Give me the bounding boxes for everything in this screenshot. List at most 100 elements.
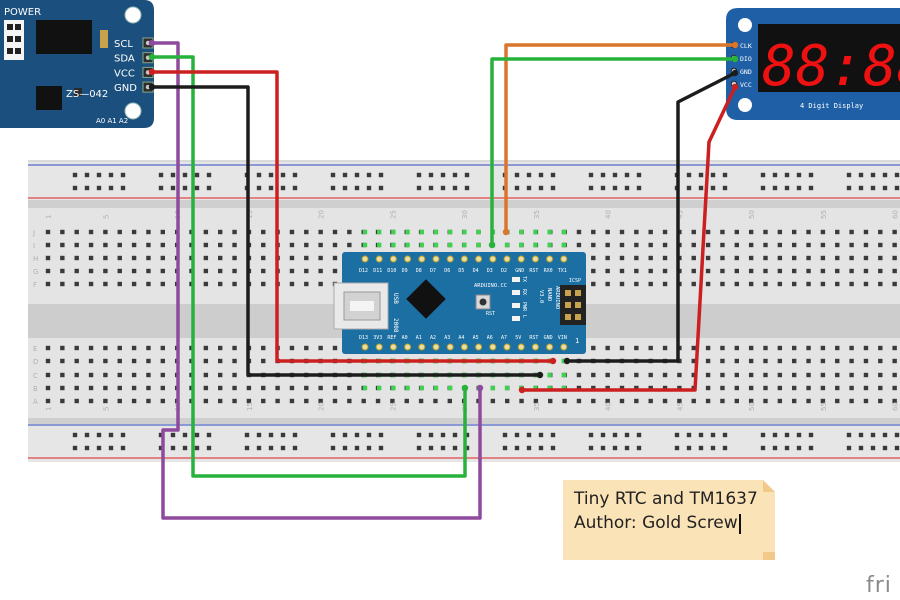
rail-hole (526, 445, 532, 451)
arduino-top-pin[interactable] (531, 255, 539, 263)
breadboard-hole (261, 229, 266, 235)
arduino-bottom-pin[interactable] (546, 343, 554, 351)
arduino-top-pin[interactable] (432, 255, 440, 263)
breadboard-hole (763, 385, 768, 391)
breadboard-hole (304, 385, 309, 391)
rail-hole (206, 445, 212, 451)
note-card[interactable]: Tiny RTC and TM1637 Author: Gold Screw (563, 480, 775, 560)
arduino-bottom-pin[interactable] (489, 343, 497, 351)
highlight-hole (419, 229, 424, 235)
arduino-top-pin[interactable] (389, 255, 397, 263)
rail-hole (120, 172, 126, 178)
arduino-bottom-pin[interactable] (475, 343, 483, 351)
wire-display-gnd-black[interactable] (567, 71, 736, 363)
arduino-bottom-pin[interactable] (389, 343, 397, 351)
wire-gnd-black[interactable] (152, 85, 540, 377)
rail-hole (600, 172, 606, 178)
breadboard-hole (878, 372, 883, 378)
arduino-bottom-pin[interactable] (531, 343, 539, 351)
rtc-pin-label: GND (114, 83, 137, 94)
display-caption: 4 Digit Display (800, 102, 863, 110)
breadboard-hole (117, 255, 122, 261)
rail-hole (170, 185, 176, 191)
arduino-top-pin[interactable] (418, 255, 426, 263)
arduino-top-pin[interactable] (404, 255, 412, 263)
breadboard-hole (74, 358, 79, 364)
arduino-bottom-pin[interactable] (375, 343, 383, 351)
rail-hole (502, 445, 508, 451)
wire-sda-green[interactable] (152, 55, 467, 478)
arduino-bottom-pin[interactable] (460, 343, 468, 351)
highlight-hole (533, 229, 538, 235)
rail-hole (268, 445, 274, 451)
breadboard-hole (662, 385, 668, 391)
arduino-bottom-pin[interactable] (432, 343, 440, 351)
breadboard-hole (634, 255, 639, 261)
breadboard-hole (45, 398, 51, 404)
arduino-bottom-pin[interactable] (404, 343, 412, 351)
top-pin-label: D5 (458, 268, 464, 274)
rail-hole (72, 445, 78, 451)
arduino-top-pin[interactable] (361, 255, 369, 263)
breadboard-hole (332, 398, 338, 404)
arduino-top-pin[interactable] (475, 255, 483, 263)
wire-scl-purple[interactable] (152, 41, 482, 520)
breadboard-hole (146, 345, 151, 351)
breadboard-hole (548, 398, 553, 404)
breadboard-hole (45, 229, 51, 235)
rail-hole (858, 445, 864, 451)
breadboard-hole (892, 281, 897, 287)
arduino-bottom-pin[interactable] (517, 343, 525, 351)
breadboard-hole (433, 398, 438, 404)
usb-connector (333, 282, 389, 330)
rail-hole (894, 432, 900, 438)
wire-vcc-red[interactable] (152, 70, 553, 363)
rail-hole (244, 445, 250, 451)
arduino-top-pin[interactable] (503, 255, 511, 263)
arduino-bottom-pin[interactable] (418, 343, 426, 351)
arduino-top-pin[interactable] (489, 255, 497, 263)
rail-hole (538, 432, 544, 438)
breadboard-hole (218, 358, 223, 364)
rail-hole (612, 172, 618, 178)
rail-hole (378, 172, 384, 178)
breadboard-hole (849, 372, 854, 378)
breadboard-hole (820, 345, 826, 351)
rail-hole (96, 432, 102, 438)
rail-hole (526, 172, 532, 178)
wire-clk-orange[interactable] (504, 43, 735, 232)
highlight-hole (504, 242, 510, 248)
rail-hole (170, 172, 176, 178)
arduino-top-pin[interactable] (560, 255, 568, 263)
breadboard-hole (261, 398, 266, 404)
arduino-bottom-pin[interactable] (503, 343, 511, 351)
wire-dio-green[interactable] (490, 57, 735, 245)
arduino-bottom-pin[interactable] (361, 343, 369, 351)
arduino-top-pin[interactable] (460, 255, 468, 263)
breadboard-hole (60, 268, 65, 274)
breadboard-hole (117, 229, 122, 235)
breadboard-hole (734, 229, 739, 235)
top-pin-label: D8 (416, 268, 422, 274)
wire-end (488, 241, 496, 249)
wire-display-vcc-red[interactable] (522, 86, 737, 392)
rail-hole (514, 445, 520, 451)
arduino-top-pin[interactable] (546, 255, 554, 263)
arduino-top-pin[interactable] (446, 255, 454, 263)
rail-hole (612, 445, 618, 451)
highlight-hole (377, 385, 382, 391)
arduino-top-pin[interactable] (517, 255, 525, 263)
breadboard-hole (705, 345, 711, 351)
arduino-bottom-pin[interactable] (560, 343, 568, 351)
breadboard-hole (261, 268, 266, 274)
breadboard-hole (806, 398, 811, 404)
arduino-bottom-pin[interactable] (446, 343, 454, 351)
breadboard-hole (318, 345, 323, 351)
rtc-model-label: ZS—042 (66, 89, 108, 100)
arduino-top-pin[interactable] (375, 255, 383, 263)
rail-hole (784, 432, 790, 438)
display-pin-label: VCC (740, 81, 752, 89)
